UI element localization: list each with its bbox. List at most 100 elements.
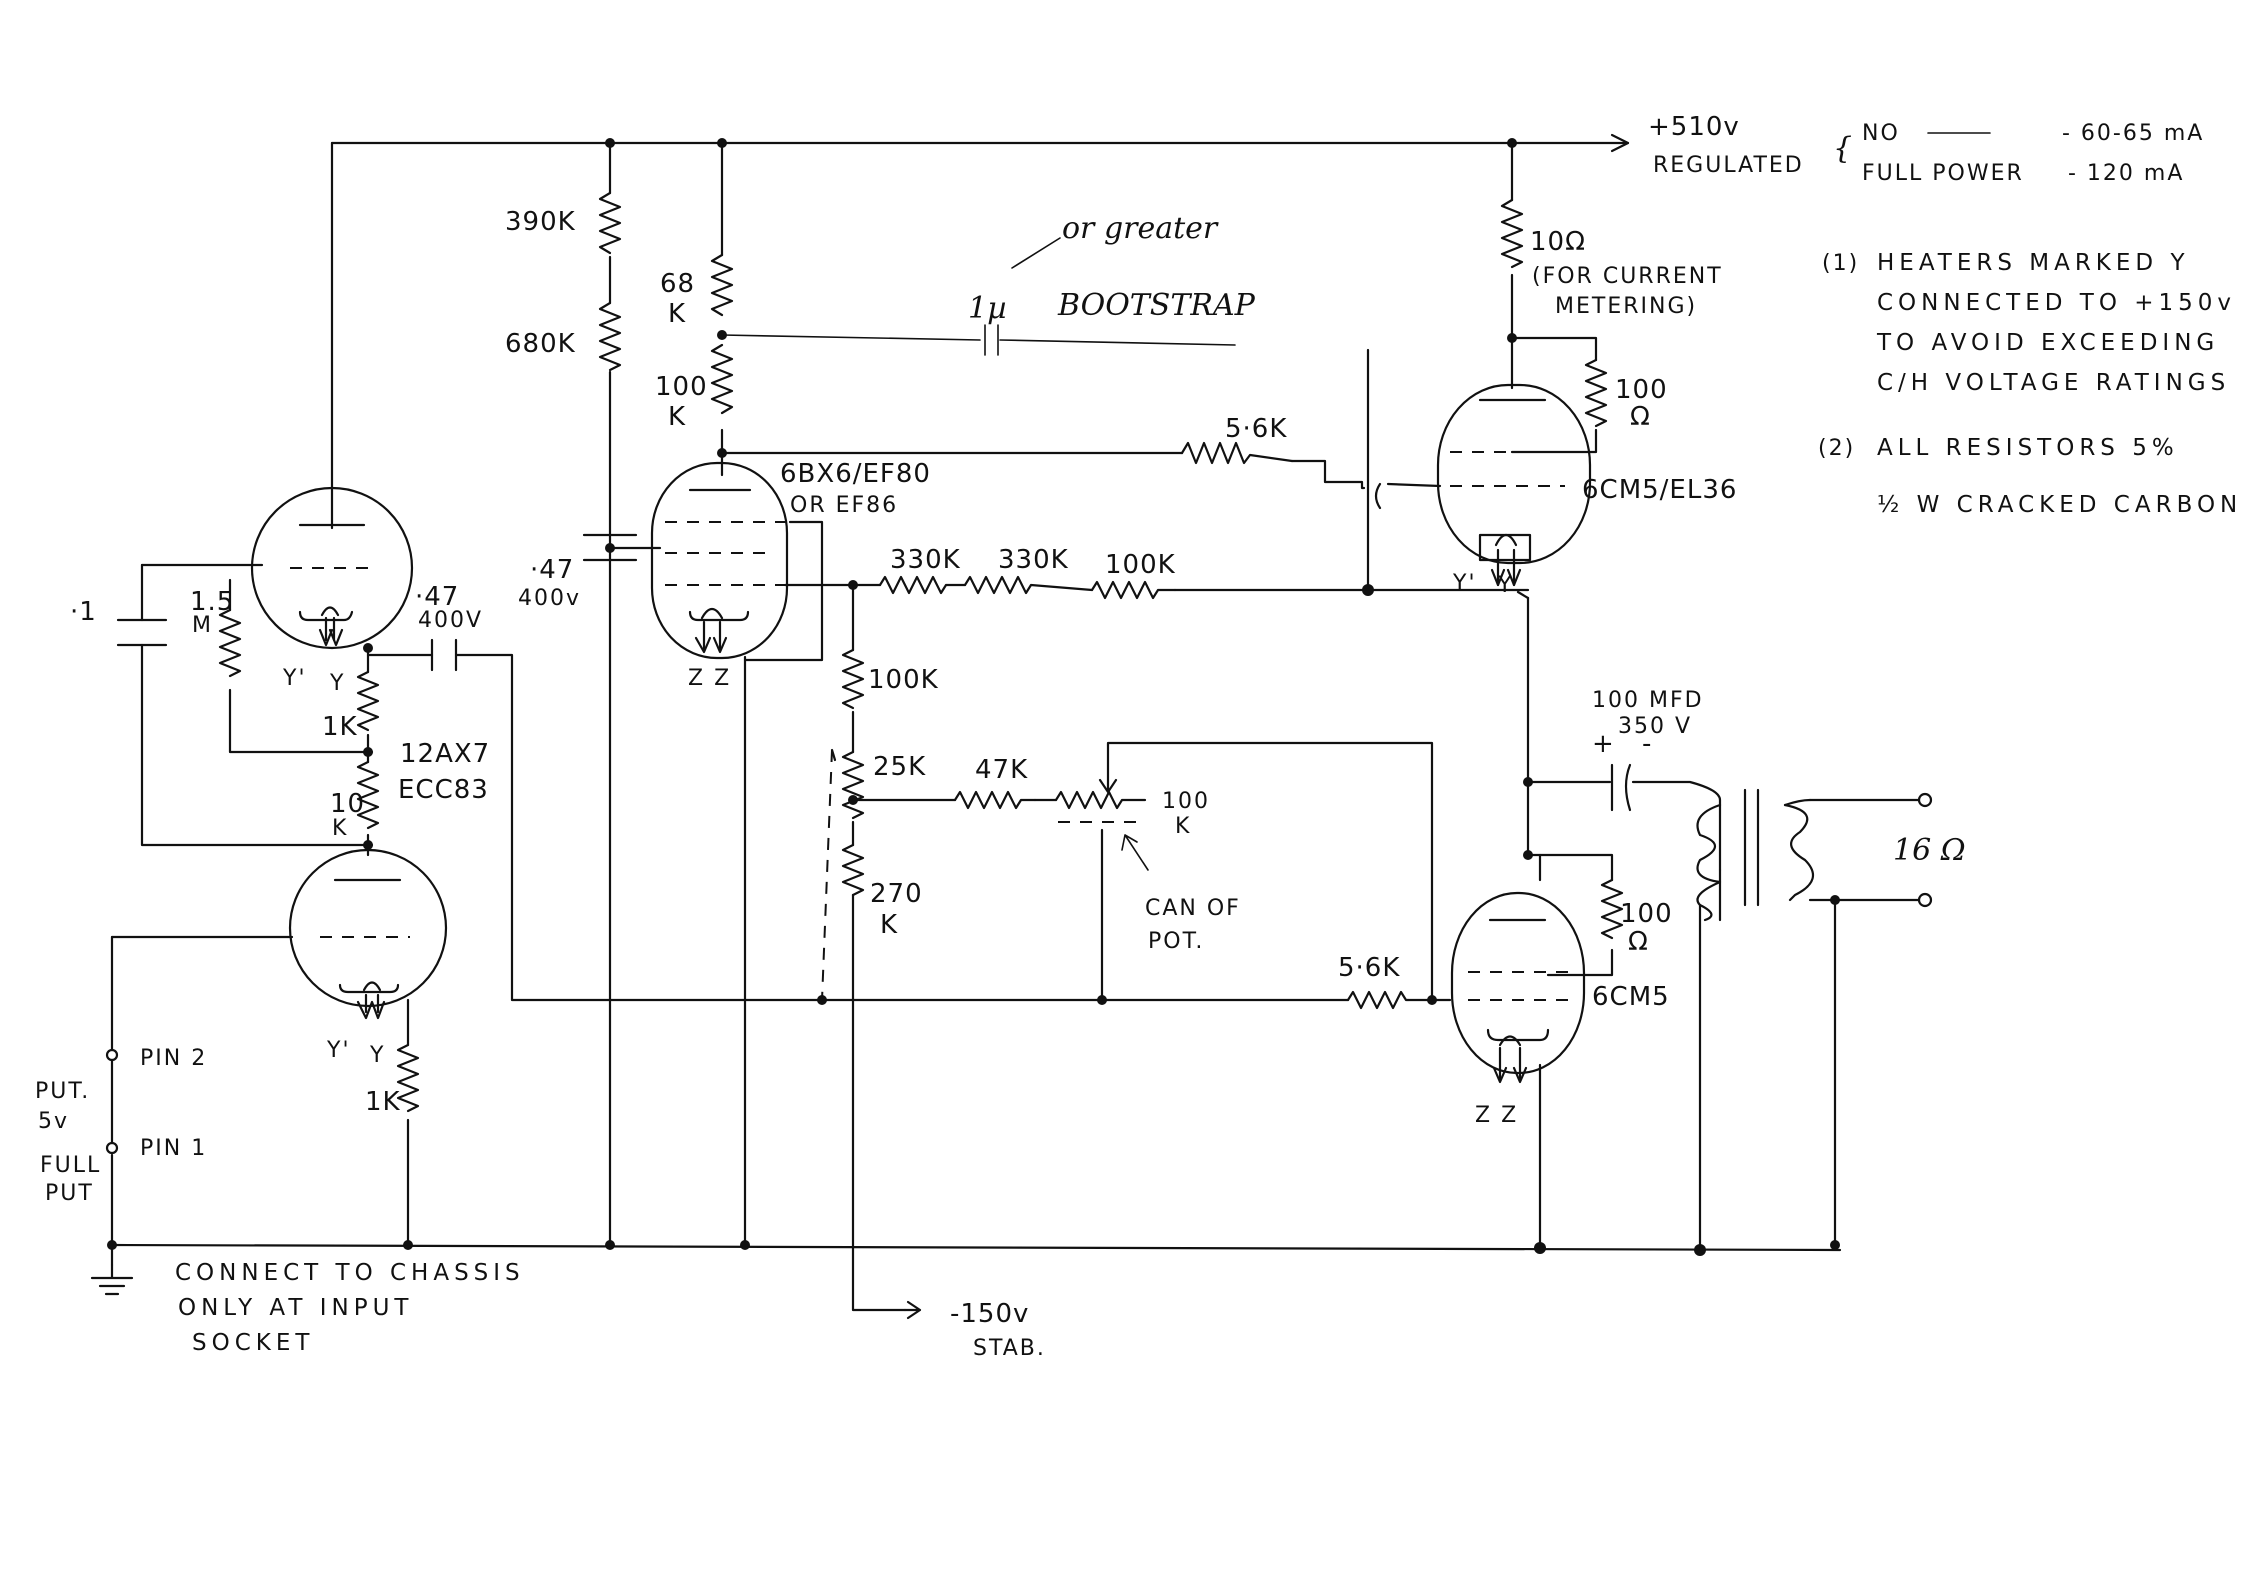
- capacitor-100mfd: [1610, 763, 1632, 812]
- note2-line2: ½ W CRACKED CARBON: [1877, 492, 2242, 518]
- neg150-arrow-icon: [903, 1300, 922, 1320]
- regulated-label: REGULATED: [1653, 153, 1804, 178]
- pin1-terminal: [105, 1141, 119, 1155]
- r100ohm-bot-a: 100: [1620, 899, 1673, 929]
- resistor-10k: [356, 760, 380, 830]
- r390k-label: 390K: [505, 207, 576, 237]
- c047-screen-voltage: 400v: [518, 586, 581, 611]
- r330k-2-label: 330K: [998, 545, 1069, 575]
- r68k-label-a: 68: [660, 269, 695, 299]
- tube-6bx6-ef80: [650, 461, 789, 660]
- tube-v3-label: 6CM5/EL36: [1582, 475, 1737, 505]
- resistor-390k: [598, 191, 622, 255]
- output-transformer: [1696, 788, 1933, 922]
- r100k-label-b: K: [668, 402, 686, 432]
- put2-label: PUT: [45, 1181, 94, 1206]
- r330k-1-label: 330K: [890, 545, 961, 575]
- r10k-label-a: 10: [330, 789, 365, 819]
- r270k-label-a: 270: [870, 879, 923, 909]
- note1-line4: C/H VOLTAGE RATINGS: [1877, 370, 2230, 396]
- r15m-label-a: 1.5: [190, 587, 234, 617]
- tube-v1b-label: ECC83: [398, 775, 489, 805]
- r56k-bot-label: 5·6K: [1338, 953, 1400, 983]
- pot100k-label-b: K: [1175, 814, 1191, 839]
- input-pins: [105, 1048, 119, 1155]
- heater-y1-label: Y': [282, 666, 307, 691]
- resistor-5k6-top: [1180, 441, 1294, 465]
- resistor-10ohm: [1500, 198, 1524, 269]
- stab-label: STAB.: [973, 1336, 1046, 1361]
- ground-icon: [90, 1263, 134, 1296]
- heater-y3-label: Y': [1452, 571, 1477, 596]
- capacitors: [116, 324, 1632, 812]
- r100ohm-top-a: 100: [1615, 375, 1668, 405]
- pot-100k: [1054, 790, 1147, 810]
- neg150v-label: -150v: [950, 1299, 1029, 1329]
- c-boot-label: 1µ: [968, 291, 1007, 326]
- heater-z1-label: Z Z: [688, 666, 731, 691]
- rail-510v-label: +510v: [1648, 112, 1740, 142]
- c100mfd-plus: +: [1592, 729, 1615, 759]
- rail-arrow: [1610, 133, 1630, 153]
- r47k-label: 47K: [975, 755, 1028, 785]
- junctions: [107, 138, 1840, 1256]
- heater-z2-label: Z Z: [1475, 1103, 1518, 1128]
- chassis-note-2: ONLY AT INPUT: [178, 1295, 413, 1321]
- chassis-bus-wire: [110, 1243, 1842, 1252]
- capacitor-047-screen: [582, 533, 638, 562]
- resistor-330k-1: [878, 575, 967, 595]
- speaker-terminal-bottom: [1917, 892, 1933, 908]
- r15m-label-b: M: [192, 613, 213, 638]
- tube-6cm5-lower: [1450, 891, 1586, 1075]
- r680k-label: 680K: [505, 329, 576, 359]
- capacitor-0-1: [116, 618, 168, 647]
- heater-y3b-label: Y: [1497, 573, 1513, 598]
- can-of-pot-label-1: CAN OF: [1145, 896, 1241, 921]
- resistor-100k-ch: [1090, 580, 1177, 600]
- heater-y1b-label: Y: [329, 671, 345, 696]
- no-signal-current: - 60-65 mA: [2062, 121, 2204, 146]
- tube-v2b-label: OR EF86: [790, 493, 898, 518]
- c100mfd-label: 100 MFD: [1592, 688, 1704, 713]
- r270k-label-b: K: [880, 910, 898, 940]
- resistor-5k6-bot: [1346, 990, 1410, 1010]
- r100k-chain-label: 100K: [1105, 550, 1176, 580]
- resistor-25k-wiper: [830, 748, 837, 762]
- pin2-terminal: [105, 1048, 119, 1062]
- resistor-680k: [598, 301, 622, 372]
- c100mfd-voltage: 350 V: [1618, 714, 1692, 739]
- full-power-label: FULL POWER: [1862, 161, 2024, 186]
- r10ohm-note2: METERING): [1555, 294, 1697, 319]
- c047-coupling-label: ·47: [415, 582, 459, 612]
- c100mfd-minus: -: [1642, 729, 1652, 759]
- note1-number: (1): [1822, 251, 1859, 276]
- capacitor-bootstrap: [984, 324, 999, 356]
- tube-v4-label: 6CM5: [1592, 982, 1670, 1012]
- resistor-100k-vert: [841, 648, 865, 710]
- r68k-label-b: K: [668, 299, 686, 329]
- speaker-terminal-top: [1917, 792, 1933, 808]
- resistor-1m5: [218, 608, 242, 678]
- r100ohm-top-b: Ω: [1630, 402, 1651, 432]
- chassis-note-1: CONNECT TO CHASSIS: [175, 1260, 525, 1286]
- resistor-47k: [953, 790, 1037, 810]
- resistor-100ohm-top: [1584, 358, 1608, 428]
- tube-12ax7-upper: [250, 486, 414, 650]
- tube-v2-label: 6BX6/EF80: [780, 459, 931, 489]
- note1-line3: TO AVOID EXCEEDING: [1876, 330, 2219, 356]
- tubes: [250, 383, 1592, 1084]
- no-signal-label: NO: [1862, 121, 1900, 146]
- r10ohm-label: 10Ω: [1530, 227, 1586, 257]
- pot100k-label-a: 100: [1162, 789, 1210, 814]
- brace-icon: {: [1833, 131, 1852, 166]
- chassis-note-3: SOCKET: [192, 1330, 314, 1356]
- resistor-100k-screen: [710, 343, 734, 415]
- note1-line1: HEATERS MARKED Y: [1877, 250, 2190, 276]
- capacitor-047-coupling: [430, 638, 458, 672]
- resistor-1k-lower: [396, 1043, 420, 1113]
- resistors: [218, 191, 1624, 1113]
- r100k-vert-label: 100K: [868, 665, 939, 695]
- resistor-1k-upper: [356, 670, 380, 732]
- r25k-label: 25K: [873, 752, 926, 782]
- r56k-top-label: 5·6K: [1225, 414, 1287, 444]
